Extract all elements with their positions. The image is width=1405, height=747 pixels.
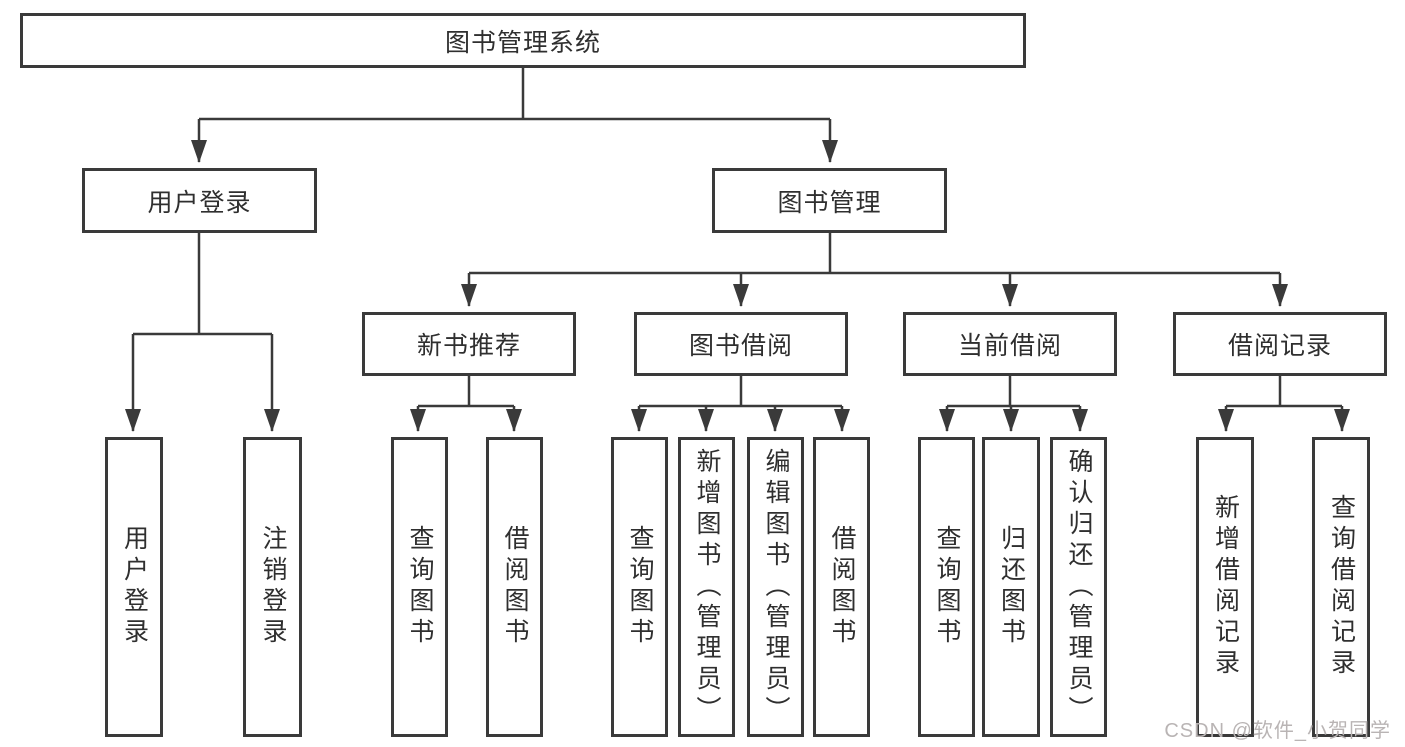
node-query-books-3: 查询图书 (918, 437, 975, 737)
node-query-books-1: 查询图书 (391, 437, 448, 737)
node-borrow-books-1: 借阅图书 (486, 437, 543, 737)
node-query-books-2: 查询图书 (611, 437, 668, 737)
edge-user-login-children (133, 233, 272, 336)
edge-root-children (199, 68, 830, 121)
edge-book-mgmt-children (469, 233, 1280, 275)
node-book-borrowing: 图书借阅 (634, 312, 848, 376)
node-return-books: 归还图书 (982, 437, 1040, 737)
node-edit-book-admin: 编辑图书（管理员） (747, 437, 804, 737)
node-logout-leaf: 注销登录 (243, 437, 302, 737)
node-library-system: 图书管理系统 (20, 13, 1026, 68)
edge-current-borrow-children (947, 376, 1080, 408)
node-add-book-admin: 新增图书（管理员） (678, 437, 735, 737)
edge-book-borrow-children (639, 376, 842, 408)
node-borrow-books-2: 借阅图书 (813, 437, 870, 737)
edge-new-book-children (418, 376, 514, 408)
node-user-login-leaf: 用户登录 (105, 437, 163, 737)
node-add-borrow-record: 新增借阅记录 (1196, 437, 1254, 737)
node-current-borrowing: 当前借阅 (903, 312, 1117, 376)
node-book-management: 图书管理 (712, 168, 947, 233)
node-user-login: 用户登录 (82, 168, 317, 233)
node-confirm-return-admin: 确认归还（管理员） (1050, 437, 1107, 737)
node-borrowing-records: 借阅记录 (1173, 312, 1387, 376)
edge-records-children (1226, 376, 1342, 408)
node-query-borrow-record: 查询借阅记录 (1312, 437, 1370, 737)
csdn-watermark: CSDN @软件_小贺同学 (1164, 720, 1391, 742)
node-new-book-recommendation: 新书推荐 (362, 312, 576, 376)
